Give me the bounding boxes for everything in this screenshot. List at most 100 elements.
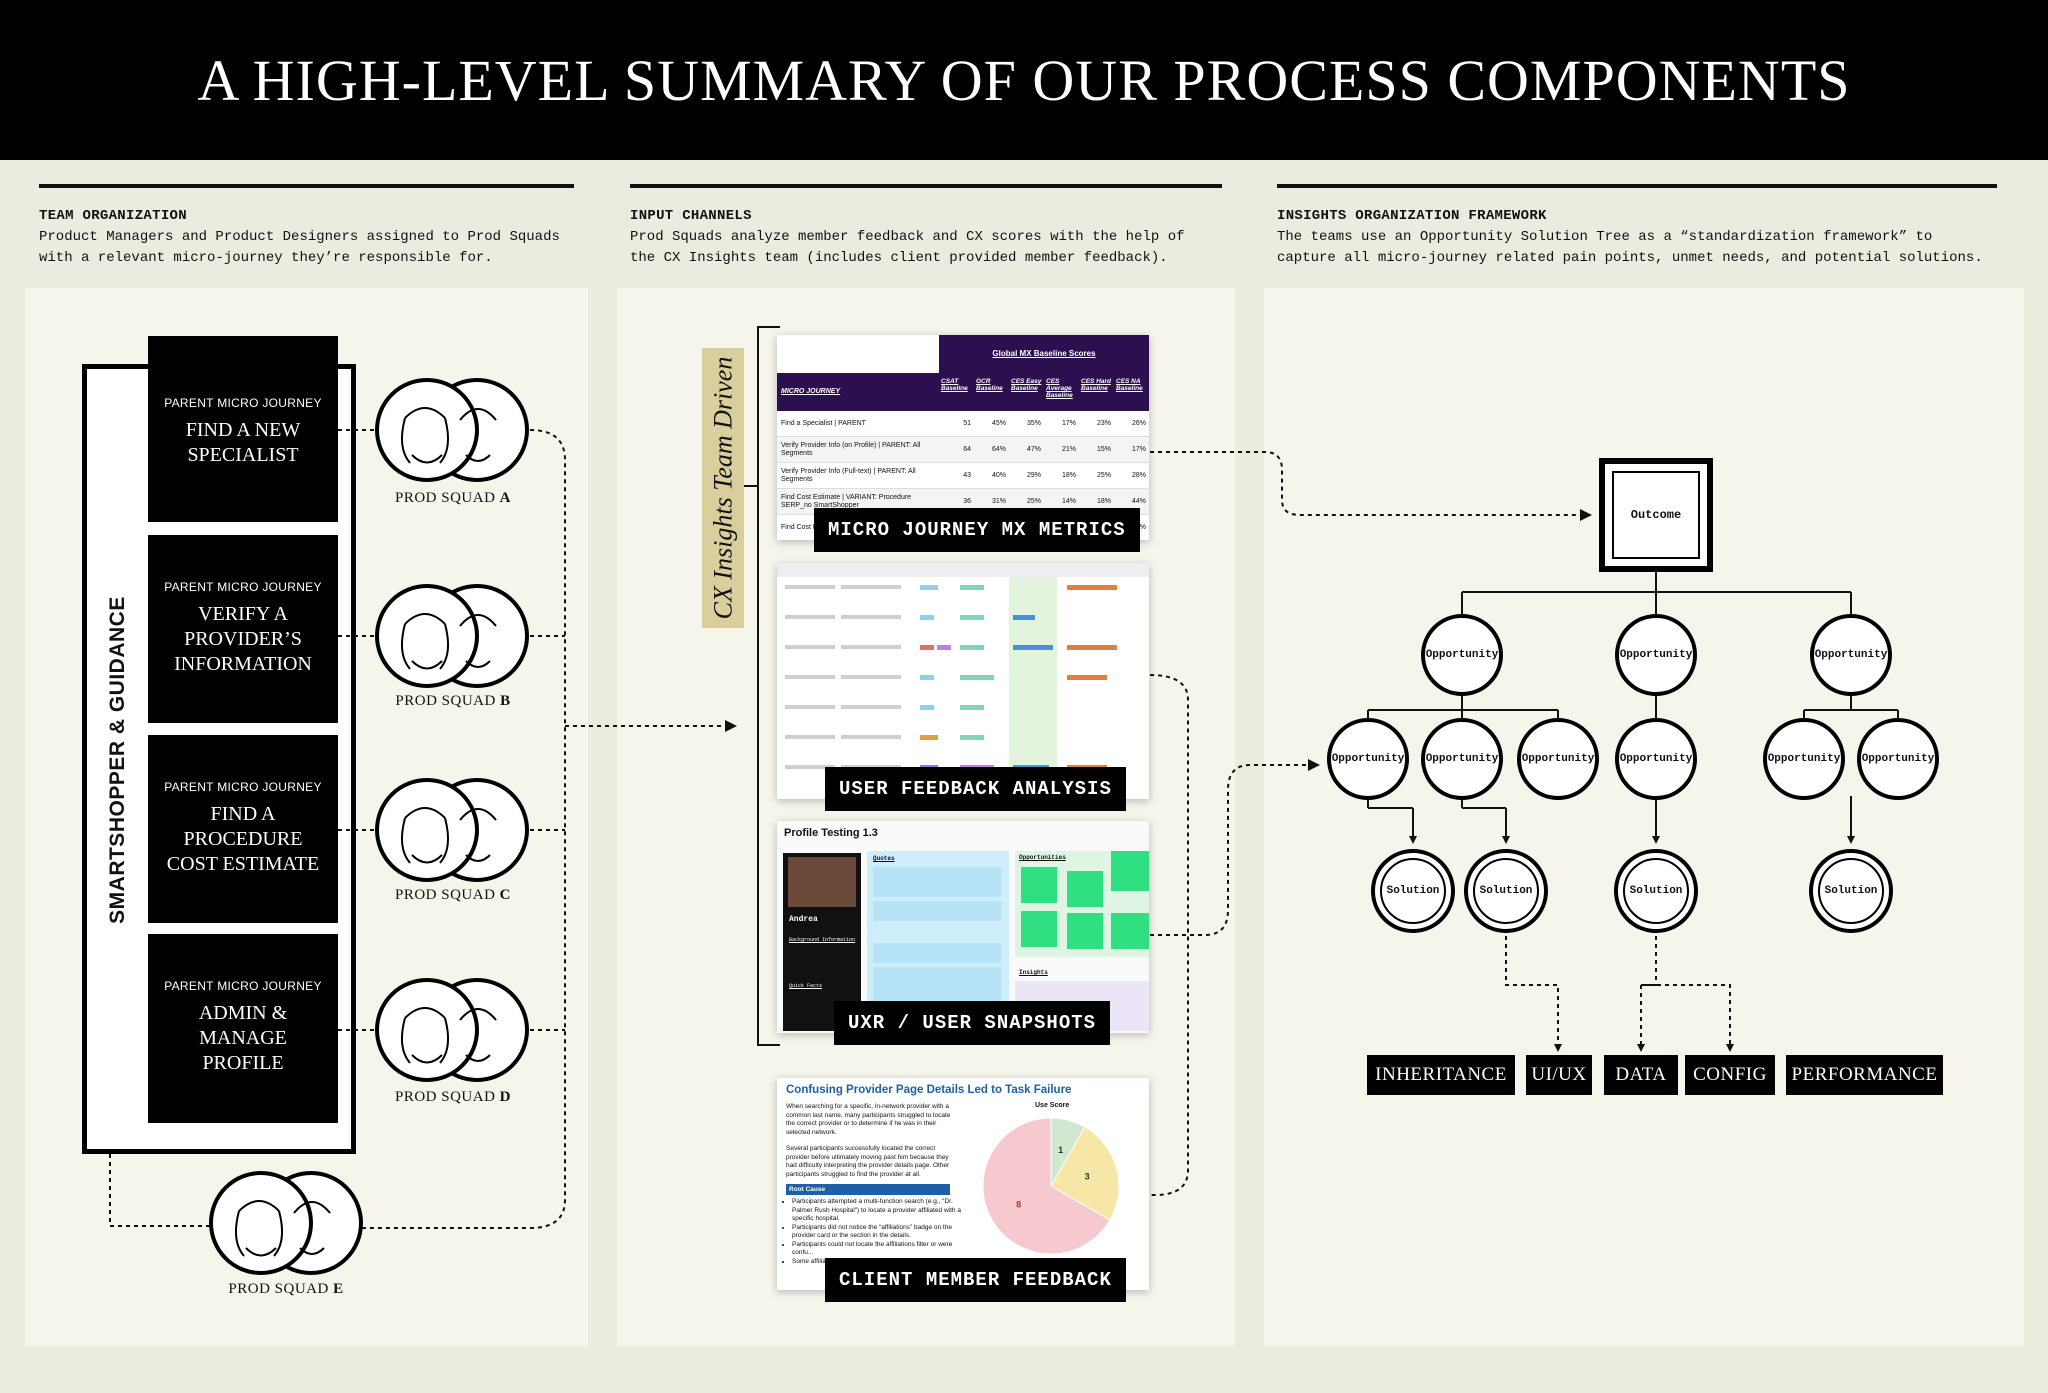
snapshot-background: Background Information xyxy=(789,937,856,943)
squad-label-d: PROD SQUAD D xyxy=(378,1089,528,1106)
section-title: INSIGHTS ORGANIZATION FRAMEWORK xyxy=(1277,208,1547,224)
solution-node: Solution xyxy=(1614,849,1698,933)
metrics-cell: 64% xyxy=(991,446,1006,453)
pie-slice-label: 3 xyxy=(1085,1171,1090,1181)
squad-letter: D xyxy=(499,1089,512,1105)
metrics-cell: 25% xyxy=(1096,472,1111,479)
category-ui-ux: UI/UX xyxy=(1526,1055,1592,1095)
client-feedback-p1: When searching for a specific, in-networ… xyxy=(786,1103,951,1136)
uxr-snapshot-label: UXR / USER SNAPSHOTS xyxy=(834,1001,1111,1045)
page-title: A HIGH-LEVEL SUMMARY OF OUR PROCESS COMP… xyxy=(197,47,1851,113)
quote-block xyxy=(873,943,1001,963)
metrics-banner: Global MX Baseline Scores xyxy=(939,335,1149,373)
metrics-column-header: CES Easy Baseline xyxy=(1011,378,1042,392)
journey-kicker: PARENT MICRO JOURNEY xyxy=(164,580,322,594)
squad-label-e: PROD SQUAD E xyxy=(211,1281,361,1298)
snapshot-person-name: Andrea xyxy=(789,915,818,924)
journey-kicker: PARENT MICRO JOURNEY xyxy=(164,780,322,794)
metrics-cell: 15% xyxy=(1096,446,1111,453)
opportunity-node: Opportunity xyxy=(1517,718,1599,800)
metrics-column-header: CSAT Baseline xyxy=(941,378,968,392)
category-performance: PERFORMANCE xyxy=(1786,1055,1943,1095)
opportunity-node: Opportunity xyxy=(1327,718,1409,800)
squad-prefix: PROD SQUAD xyxy=(394,887,496,903)
metrics-column-header: CES Average Baseline xyxy=(1046,378,1073,399)
squad-letter: A xyxy=(499,490,512,506)
section-title: INPUT CHANNELS xyxy=(630,208,752,224)
outcome-node: Outcome xyxy=(1599,458,1713,572)
solution-node: Solution xyxy=(1371,849,1455,933)
feedback-sheet-graphic xyxy=(777,563,1149,799)
sticky-note xyxy=(1021,911,1057,947)
section-title: TEAM ORGANIZATION xyxy=(39,208,187,224)
section-team-header: TEAM ORGANIZATION Product Managers and P… xyxy=(39,184,574,269)
category-inheritance: INHERITANCE xyxy=(1367,1055,1515,1095)
metrics-cell: 40% xyxy=(991,472,1006,479)
metrics-cell: 44% xyxy=(1131,498,1146,505)
journey-verify-provider: PARENT MICRO JOURNEY VERIFY A PROVIDER’S… xyxy=(148,535,338,723)
root-cause-heading: Root Cause xyxy=(786,1184,950,1195)
section-rule xyxy=(39,184,574,188)
use-score-pie: 138 xyxy=(982,1117,1120,1255)
metrics-cell: 21% xyxy=(1061,446,1076,453)
journey-name: VERIFY A PROVIDER’S INFORMATION xyxy=(174,603,312,675)
metrics-cell: 25% xyxy=(1026,498,1041,505)
metrics-column-header: CES NA Baseline xyxy=(1116,378,1143,392)
sticky-note xyxy=(1111,851,1149,891)
client-feedback-p2: Several participants successfully locate… xyxy=(786,1145,950,1178)
metrics-cell: 51 xyxy=(963,420,971,427)
journey-procedure-cost: PARENT MICRO JOURNEY FIND A PROCEDURE CO… xyxy=(148,735,338,923)
metrics-cell: 18% xyxy=(1096,498,1111,505)
client-feedback-label: CLIENT MEMBER FEEDBACK xyxy=(825,1258,1126,1302)
metrics-cell: 35% xyxy=(1026,420,1041,427)
metrics-row-name: Verify Provider Info (on Profile) | PARE… xyxy=(781,441,921,457)
client-feedback-card: Confusing Provider Page Details Led to T… xyxy=(777,1078,1149,1290)
quote-block xyxy=(873,901,1001,921)
metrics-cell: 18% xyxy=(1061,472,1076,479)
use-score-title: Use Score xyxy=(1035,1102,1070,1109)
snapshot-insights-title: Insights xyxy=(1019,969,1048,976)
solution-label: Solution xyxy=(1818,858,1884,924)
section-description: Prod Squads analyze member feedback and … xyxy=(630,229,1185,266)
squad-label-a: PROD SQUAD A xyxy=(378,490,528,507)
metrics-cell: 31% xyxy=(991,498,1006,505)
section-inputs-header: INPUT CHANNELS Prod Squads analyze membe… xyxy=(630,184,1222,269)
journey-kicker: PARENT MICRO JOURNEY xyxy=(164,979,322,993)
metrics-column-header: CES Hard Baseline xyxy=(1081,378,1111,392)
solution-label: Solution xyxy=(1473,858,1539,924)
squad-letter: E xyxy=(333,1281,344,1297)
metrics-row: Verify Provider Info (on Profile) | PARE… xyxy=(777,437,1149,463)
metrics-cell: 26% xyxy=(1131,420,1146,427)
journey-name: ADMIN & MANAGE PROFILE xyxy=(198,1002,288,1074)
arrow-head xyxy=(1580,509,1592,521)
root-cause-item: Participants did not notice the “affilia… xyxy=(792,1224,962,1241)
opportunity-node: Opportunity xyxy=(1615,614,1697,696)
outcome-label: Outcome xyxy=(1612,471,1700,559)
metrics-cell: 17% xyxy=(1061,420,1076,427)
opportunity-node: Opportunity xyxy=(1421,614,1503,696)
snapshot-photo xyxy=(788,857,856,907)
squad-letter: B xyxy=(500,693,511,709)
metrics-col0: MICRO JOURNEY xyxy=(781,388,841,395)
metrics-cell: 47% xyxy=(1026,446,1041,453)
metrics-cell: 17% xyxy=(1131,446,1146,453)
cx-insights-tag: CX Insights Team Driven xyxy=(702,348,744,628)
arrow-head xyxy=(1308,759,1320,771)
metrics-row-name: Find Cost Estimate | VARIANT: Procedure … xyxy=(781,493,912,509)
opportunity-node: Opportunity xyxy=(1421,718,1503,800)
metrics-cell: 29% xyxy=(1026,472,1041,479)
journey-admin-profile: PARENT MICRO JOURNEY ADMIN & MANAGE PROF… xyxy=(148,934,338,1123)
metrics-cell: 64 xyxy=(963,446,971,453)
squad-prefix: PROD SQUAD xyxy=(228,1281,329,1297)
journey-name: FIND A PROCEDURE COST ESTIMATE xyxy=(166,803,320,875)
section-description: Product Managers and Product Designers a… xyxy=(39,229,560,266)
metrics-cell: 14% xyxy=(1061,498,1076,505)
squad-prefix: PROD SQUAD xyxy=(394,490,496,506)
snapshot-opportunities-area: Opportunities xyxy=(1015,851,1149,957)
journey-kicker: PARENT MICRO JOURNEY xyxy=(164,396,322,410)
arrow-head xyxy=(725,720,737,732)
solution-label: Solution xyxy=(1380,858,1446,924)
